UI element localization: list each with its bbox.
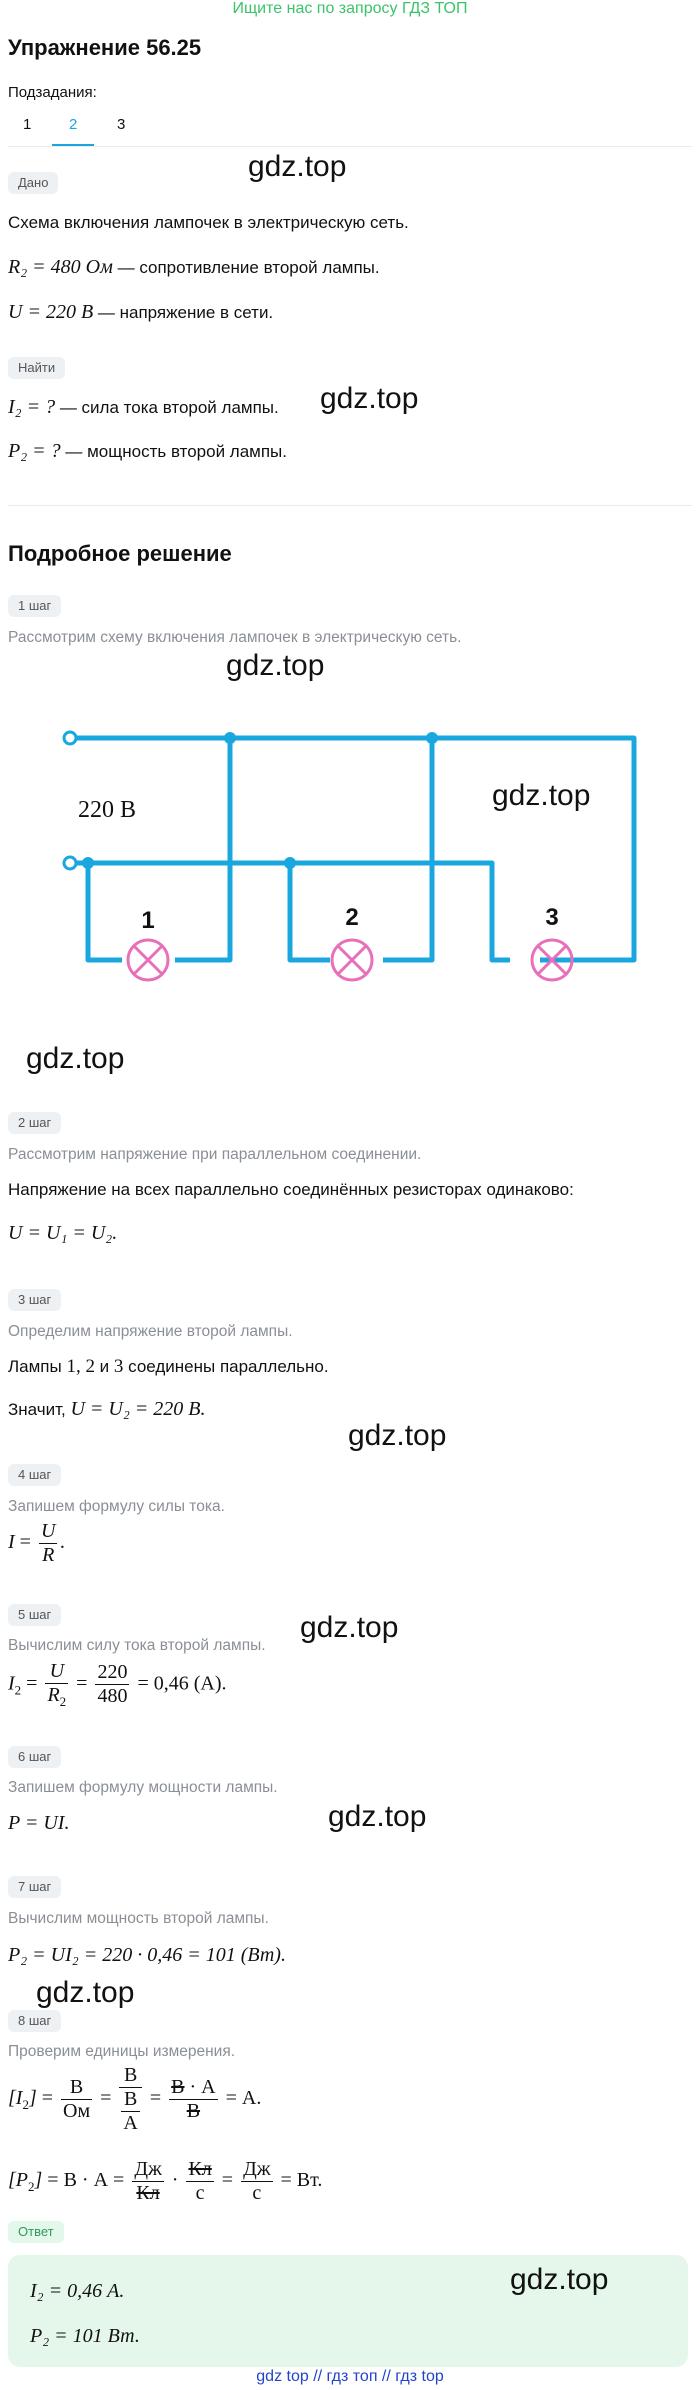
watermark: gdz.top (320, 382, 419, 415)
p2-desc: — мощность второй лампы. (60, 442, 288, 461)
find-tag: Найти (8, 357, 66, 379)
step5-text: Вычислим силу тока второй лампы. (8, 1637, 266, 1654)
find-p2: P₂ = ? — мощность второй лампы. (8, 440, 287, 463)
r2-desc: — сопротивление второй лампы. (112, 258, 380, 277)
answer-line-2: P₂ = 101 Вт. (30, 2325, 140, 2347)
subtask-tab-1[interactable]: 1 (23, 116, 32, 133)
section-divider (8, 505, 692, 506)
circuit-diagram: 220 В 1 2 3 (62, 730, 637, 982)
step8-text: Проверим единицы измерения. (8, 2043, 236, 2060)
lamp-3-label: 3 (545, 904, 558, 931)
u-desc: — напряжение в сети. (93, 303, 274, 322)
given-r2: R₂ = 480 Ом — сопротивление второй лампы… (8, 256, 380, 279)
terminal-bottom (62, 855, 78, 871)
step6-tag: 6 шаг (8, 1746, 62, 1768)
page-title: Упражнение 56.25 (8, 35, 202, 60)
active-tab-underline (52, 144, 94, 146)
step3-l1e: соединены параллельно. (123, 1357, 329, 1376)
step3-line1: Лампы 1, 2 и 3 соединены параллельно. (8, 1356, 329, 1378)
watermark: gdz.top (226, 649, 325, 682)
lamp-3-icon (530, 938, 574, 982)
terminal-top (62, 730, 78, 746)
step7-tag: 7 шаг (8, 1876, 62, 1898)
step2-bold: Напряжение на всех параллельно соединённ… (8, 1180, 574, 1199)
answer-tag: Ответ (8, 2221, 64, 2243)
tabs-divider (8, 146, 692, 147)
u-formula: U = 220 В (8, 301, 94, 323)
junction-1 (224, 732, 236, 744)
watermark: gdz.top (26, 1042, 125, 1075)
step3-l2a: Значит, (8, 1400, 71, 1419)
step3-text: Определим напряжение второй лампы. (8, 1323, 293, 1340)
watermark: gdz.top (300, 1611, 399, 1644)
lamp-2-icon (330, 938, 374, 982)
answer-line-1: I₂ = 0,46 А. (30, 2280, 125, 2302)
subtask-tab-3[interactable]: 3 (117, 116, 126, 133)
step1-text: Рассмотрим схему включения лампочек в эл… (8, 629, 462, 646)
lamp-1-icon (126, 938, 170, 982)
circuit-wires (70, 735, 637, 963)
given-u: U = 220 В — напряжение в сети. (8, 301, 273, 324)
step3-l1d: 3 (113, 1356, 124, 1377)
junction-3 (82, 857, 94, 869)
step2-tag: 2 шаг (8, 1112, 62, 1134)
step6-text: Запишем формулу мощности лампы. (8, 1779, 278, 1796)
step2-formula: U = U₁ = U₂. (8, 1222, 118, 1244)
step3-l1b: 1, 2 (66, 1356, 95, 1377)
step5-den: 480 (97, 1685, 128, 1708)
step3-tag: 3 шаг (8, 1289, 62, 1311)
voltage-label: 220 В (78, 797, 136, 823)
step3-l1c: и (94, 1357, 114, 1376)
step5-result: = 0,46 (А). (137, 1672, 227, 1695)
step4-tag: 4 шаг (8, 1464, 62, 1486)
step7-text: Вычислим мощность второй лампы. (8, 1910, 269, 1927)
subtask-tab-2[interactable]: 2 (69, 116, 78, 133)
answer-box (8, 2255, 688, 2367)
watermark: gdz.top (348, 1419, 447, 1452)
watermark: gdz.top (248, 150, 347, 183)
watermark: gdz.top (328, 1800, 427, 1833)
given-tag: Дано (8, 172, 59, 194)
p2-formula: P₂ = ? (8, 440, 61, 462)
step7-formula: P₂ = UI₂ = 220 · 0,46 = 101 (Вт). (8, 1944, 286, 1966)
step5-num: 220 (95, 1661, 130, 1686)
watermark: gdz.top (510, 2263, 609, 2296)
watermark: gdz.top (492, 779, 591, 812)
given-intro: Схема включения лампочек в электрическую… (8, 213, 409, 232)
find-i2: I₂ = ? — сила тока второй лампы. (8, 396, 279, 419)
lamp-1-label: 1 (141, 907, 154, 934)
step4-text: Запишем формулу силы тока. (8, 1498, 225, 1515)
step8-tag: 8 шаг (8, 2010, 62, 2032)
top-banner[interactable]: Ищите нас по запросу ГДЗ ТОП (232, 0, 468, 17)
watermark: gdz.top (36, 1976, 135, 2009)
step3-line2: Значит, U = U₂ = 220 В. (8, 1398, 206, 1421)
step5-tag: 5 шаг (8, 1604, 62, 1626)
lamp-2-label: 2 (345, 904, 358, 931)
footer-links[interactable]: gdz top // гдз топ // гдз top (256, 2368, 444, 2385)
solution-heading: Подробное решение (8, 541, 232, 566)
junction-4 (284, 857, 296, 869)
step3-l2b: U = U₂ = 220 В. (70, 1398, 206, 1420)
step3-l1a: Лампы (8, 1357, 67, 1376)
r2-formula: R₂ = 480 Ом (8, 256, 113, 278)
i2-formula: I₂ = ? (8, 396, 56, 418)
subtasks-label: Подзадания: (8, 84, 97, 101)
i2-desc: — сила тока второй лампы. (55, 398, 279, 417)
junction-2 (426, 732, 438, 744)
step1-tag: 1 шаг (8, 595, 62, 617)
step6-formula: P = UI. (8, 1812, 70, 1834)
step2-text: Рассмотрим напряжение при параллельном с… (8, 1146, 422, 1163)
